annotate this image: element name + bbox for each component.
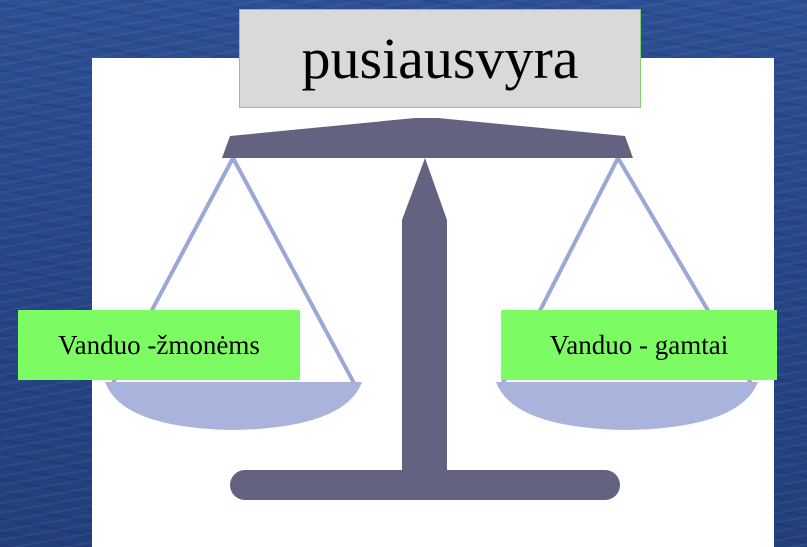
left-pan-string-right — [231, 157, 357, 386]
left-label-box: Vanduo -žmonėms — [18, 310, 300, 380]
title-box: pusiausvyra — [239, 9, 641, 108]
scale-pillar — [402, 158, 447, 478]
right-label-box: Vanduo - gamtai — [501, 310, 777, 380]
title-text: pusiausvyra — [301, 25, 579, 91]
right-label-text: Vanduo - gamtai — [549, 329, 729, 360]
scale-beam — [222, 118, 633, 158]
left-pan — [105, 382, 362, 430]
right-pan — [496, 382, 758, 430]
scale-base — [230, 470, 620, 500]
left-label-text: Vanduo -žmonėms — [58, 329, 260, 360]
